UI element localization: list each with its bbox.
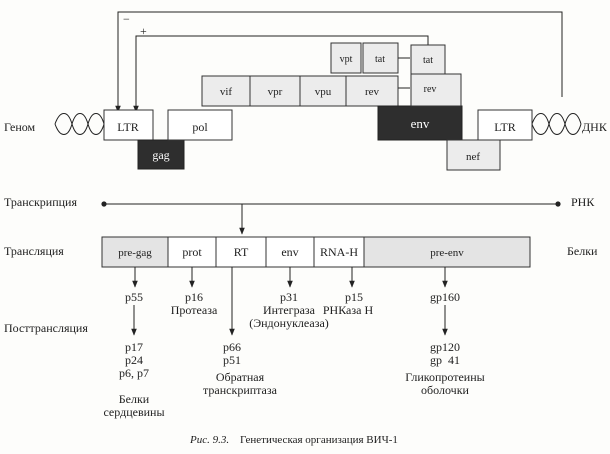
svg-text:tat: tat: [375, 54, 385, 65]
gene-rev-exon2: rev: [410, 73, 462, 107]
gene-vpr: vpr: [249, 75, 301, 107]
rna-label: РНК: [571, 195, 595, 209]
gene-vpt: vpt: [330, 42, 362, 74]
svg-text:rev: rev: [365, 86, 380, 98]
svg-text:vif: vif: [220, 86, 233, 98]
protein-segment-rt: RT: [215, 236, 267, 268]
protein-segment-prot: prot: [167, 236, 217, 268]
svg-text:vpu: vpu: [315, 86, 332, 98]
gag-product-3: p6, p7: [119, 366, 149, 380]
protein-segment-env: env: [265, 236, 315, 268]
gag-products-name-2: сердцевины: [103, 405, 164, 419]
protein-p31-name-alt: (Эндонуклеаза): [249, 316, 329, 330]
protein-p31: p31: [280, 290, 298, 304]
dna-helix-right: [531, 113, 582, 135]
figure-caption: Генетическая организация ВИЧ-1: [240, 434, 398, 446]
svg-text:vpt: vpt: [340, 54, 353, 65]
protein-p55: p55: [125, 290, 143, 304]
rt-product-1: p66: [223, 340, 241, 354]
svg-text:pre-env: pre-env: [430, 247, 464, 259]
dna-label: ДНК: [582, 120, 608, 134]
protein-segment-pre-gag: pre-gag: [101, 236, 169, 268]
posttranslation-label: Посттрансляция: [4, 321, 88, 335]
env-products-name: Гликопротеины: [405, 370, 484, 384]
protein-p16-name: Протеаза: [171, 303, 218, 317]
rt-product-2: p51: [223, 353, 241, 367]
svg-text:LTR: LTR: [494, 120, 516, 134]
gene-pol: pol: [167, 109, 233, 141]
protein-p15-name: РНКаза Н: [323, 303, 374, 317]
rna-start-dot: [101, 201, 107, 207]
rt-products-name: Обратная: [216, 370, 265, 384]
svg-text:tat: tat: [423, 55, 433, 66]
svg-text:env: env: [281, 245, 298, 259]
env-product-1: gp120: [430, 340, 460, 354]
feedback-loop-minus: [115, 11, 563, 113]
figure-number: Рис. 9.3.: [189, 434, 229, 446]
protein-gp160: gp160: [430, 290, 460, 304]
protein-segment-pre-env: pre-env: [363, 236, 531, 268]
svg-text:RNA-H: RNA-H: [320, 245, 358, 259]
gene-tat-exon1: tat: [362, 42, 399, 74]
env-products-name-2: оболочки: [421, 383, 469, 397]
svg-text:gag: gag: [152, 148, 169, 162]
genome-label: Геном: [4, 120, 36, 134]
feedback-loop-plus: [133, 35, 429, 113]
protein-p16: p16: [185, 290, 203, 304]
protein-p31-name: Интеграза: [263, 303, 316, 317]
gene-tat-exon2: tat: [410, 44, 446, 75]
gene-rev-exon1: rev: [345, 75, 399, 107]
svg-text:RT: RT: [234, 245, 249, 259]
svg-text:pre-gag: pre-gag: [118, 247, 152, 259]
svg-text:env: env: [411, 116, 430, 131]
gene-nef: nef: [446, 139, 501, 171]
gag-product-2: p24: [125, 353, 143, 367]
svg-text:LTR: LTR: [117, 120, 139, 134]
transcription-label: Транскрипция: [4, 195, 77, 209]
protein-p15: p15: [345, 290, 363, 304]
plus-sign: +: [140, 24, 147, 38]
minus-sign: −: [123, 12, 130, 26]
svg-text:pol: pol: [192, 120, 208, 134]
translation-label: Трансляция: [4, 244, 64, 258]
gag-product-1: p17: [125, 340, 143, 354]
gene-vif: vif: [201, 75, 251, 107]
gene-gag: gag: [137, 139, 185, 170]
svg-text:vpr: vpr: [268, 86, 283, 98]
protein-segment-rnase-h: RNA-H: [313, 236, 365, 268]
gene-vpu: vpu: [299, 75, 347, 107]
rna-end-dot: [555, 201, 561, 207]
svg-text:prot: prot: [182, 245, 202, 259]
rt-products-name-2: транскриптаза: [203, 383, 278, 397]
gene-ltr-left: LTR: [103, 109, 154, 141]
gene-ltr-right: LTR: [477, 109, 533, 141]
proteins-label: Белки: [567, 244, 598, 258]
env-product-2: gp 41: [430, 353, 460, 367]
gene-env: env: [377, 105, 463, 141]
svg-text:rev: rev: [424, 84, 437, 95]
dna-helix-left: [54, 113, 105, 135]
svg-text:nef: nef: [466, 151, 480, 163]
gag-products-name: Белки: [119, 392, 150, 406]
